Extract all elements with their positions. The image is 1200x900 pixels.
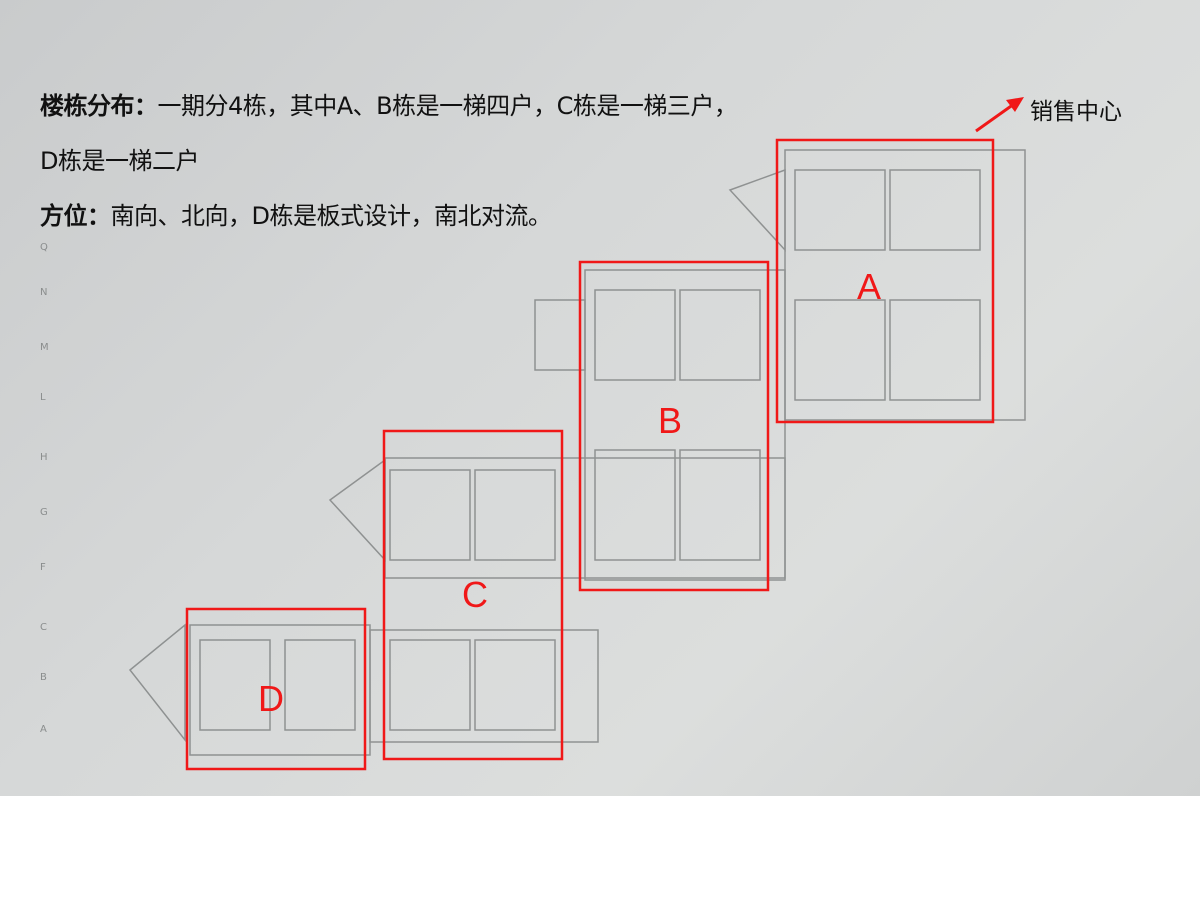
building-c-box bbox=[382, 429, 564, 761]
building-d-box bbox=[185, 607, 367, 771]
svg-text:Q: Q bbox=[40, 242, 48, 253]
building-distribution-text-cont: D栋是一梯二户 bbox=[40, 147, 199, 175]
building-d-label: D bbox=[258, 678, 284, 719]
svg-text:F: F bbox=[40, 562, 46, 573]
floor-plan-sketch bbox=[128, 149, 1026, 756]
building-distribution-label: 楼栋分布： bbox=[40, 92, 158, 120]
svg-text:C: C bbox=[40, 622, 47, 633]
floor-plan-photo: Q N M L H G F C B A 楼栋分布：一期分4栋，其中A、B栋是一梯四户，C栋是一… bbox=[0, 0, 1200, 796]
building-c-label: C bbox=[462, 574, 488, 615]
orientation-value: 南向、北向，D栋是板式设计，南北对流。 bbox=[110, 202, 552, 230]
svg-text:B: B bbox=[40, 672, 47, 683]
orientation-text: 方位：南向、北向，D栋是板式设计，南北对流。 bbox=[40, 196, 552, 231]
building-a-label: A bbox=[857, 266, 882, 307]
svg-text:L: L bbox=[40, 392, 46, 403]
arrow-up-right-icon bbox=[975, 97, 1024, 133]
orientation-label: 方位： bbox=[40, 202, 111, 230]
building-distribution-value: 一期分4栋，其中A、B栋是一梯四户，C栋是一梯三户， bbox=[157, 92, 738, 120]
svg-text:H: H bbox=[40, 452, 48, 463]
building-b-label: B bbox=[658, 400, 683, 441]
building-a-box bbox=[775, 138, 995, 424]
building-b-box bbox=[578, 260, 770, 592]
grid-marks: Q N M L H G F C B A bbox=[40, 242, 49, 735]
building-boxes bbox=[185, 138, 995, 771]
svg-text:N: N bbox=[40, 287, 47, 298]
floor-plan-drawing: Q N M L H G F C B A bbox=[40, 97, 1026, 771]
building-distribution-text: 楼栋分布：一期分4栋，其中A、B栋是一梯四户，C栋是一梯三户， bbox=[40, 86, 738, 121]
svg-text:G: G bbox=[40, 507, 48, 518]
svg-text:A: A bbox=[40, 724, 47, 735]
svg-text:M: M bbox=[40, 342, 49, 353]
sales-center-label: 销售中心 bbox=[1030, 99, 1122, 125]
